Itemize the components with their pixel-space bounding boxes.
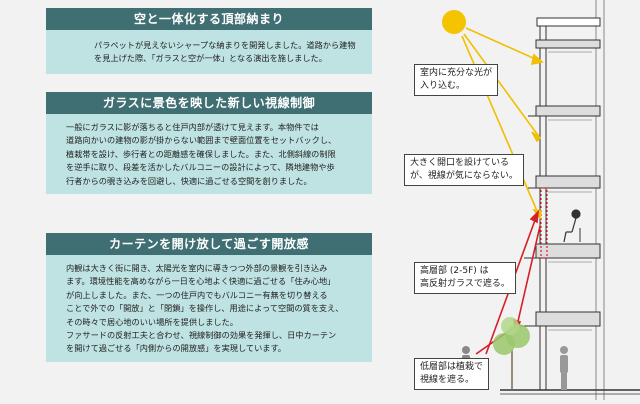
- section-title: ガラスに景色を映した新しい視線制御: [46, 92, 372, 114]
- section-body: パラペットが見えないシャープな納まりを開発しました。道路から建物 を見上げた際、…: [46, 30, 372, 74]
- building-section-diagram: 室内に充分な光が 入り込む。 大きく開口を設けている が、視線が気にならない。 …: [400, 0, 640, 400]
- tree-icon: [493, 317, 530, 390]
- body-line: 道路向かいの建物の影が掛からない範囲まで壁面位置をセットバックし、: [66, 135, 337, 146]
- section-open-curtain: カーテンを開け放して過ごす開放感 内観は大きく街に開き、太陽光を室内に導きつつ外…: [46, 233, 372, 362]
- callout-light: 室内に充分な光が 入り込む。: [414, 64, 499, 96]
- section-drawing: [442, 0, 640, 400]
- reflective-glass-mark: [540, 187, 548, 259]
- body-line: ます。環境性能を高めながら一日を心地よく快適に過ごせる「住み心地」: [66, 276, 336, 287]
- section-top-finish: 空と一体化する頂部納まり パラペットが見えないシャープな納まりを開発しました。道…: [46, 8, 372, 74]
- callout-planting: 低層部は植栽で 視線を遮る。: [414, 358, 490, 390]
- building-structure: [500, 0, 640, 400]
- callout-opening: 大きく開口を設けている が、視線が気にならない。: [404, 154, 524, 186]
- body-line: を見上げた際、「ガラスと空が一体」となる演出を施しました。: [94, 53, 327, 64]
- body-line: を開けて過ごせる「内側からの開放感」を実現しています。: [66, 343, 286, 354]
- section-title: 空と一体化する頂部納まり: [46, 8, 372, 30]
- body-line: が向上しました。また、一つの住戸内でもバルコニー有無を切り替える: [66, 289, 328, 300]
- sunlight-arrows: [461, 27, 544, 221]
- seated-person-icon: [563, 209, 581, 243]
- body-line: 内観は大きく街に開き、太陽光を室内に導きつつ外部の景観を引き込み: [66, 263, 328, 273]
- body-line: ファサードの反射工夫と合わせ、視線制御の効果を発揮し、日中カーテン: [66, 330, 337, 341]
- body-line: 行者からの覗き込みを回避し、快適に過ごせる空間を創りました。: [66, 175, 312, 186]
- pedestrian-icon: [560, 346, 568, 390]
- section-glass-view-control: ガラスに景色を映した新しい視線制御 一般にガラスに影が落ちると住戸内部が透けて見…: [46, 92, 372, 195]
- section-title: カーテンを開け放して過ごす開放感: [46, 233, 372, 255]
- body-line: パラペットが見えないシャープな納まりを開発しました。道路から建物: [94, 40, 356, 50]
- section-body: 一般にガラスに影が落ちると住戸内部が透けて見えます。本物件では 道路向かいの建物…: [46, 114, 372, 195]
- body-line: 一般にガラスに影が落ちると住戸内部が透けて見えます。本物件では: [66, 122, 319, 132]
- body-line: ことで外での「開放」と「閉鎖」を操作し、用途によって空間の質を支え、: [66, 303, 344, 314]
- body-line: を逆手に取り、段差を活かしたバルコニーの設計によって、隣地建物や歩: [66, 162, 335, 173]
- sun-icon: [442, 10, 466, 34]
- body-line: 植栽帯を設け、歩行者との距離感を確保しました。また、北側斜線の制限: [66, 148, 336, 159]
- section-body: 内観は大きく街に開き、太陽光を室内に導きつつ外部の景観を引き込み ます。環境性能…: [46, 255, 372, 362]
- callout-glass: 高層部 (2-5F) は 高反射ガラスで遮る。: [414, 262, 516, 294]
- body-line: その時々で居心地のいい場所を提供しました。: [66, 316, 238, 327]
